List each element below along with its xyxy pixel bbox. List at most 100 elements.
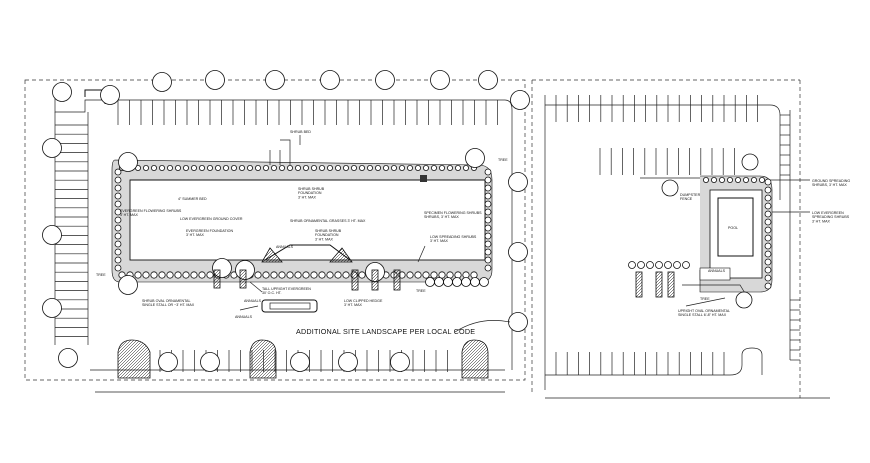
shrub [673,261,681,269]
right-planter-1 [635,271,643,298]
shrub [764,186,772,194]
shrub [158,164,165,171]
shrub [182,164,189,171]
shrub [230,164,237,171]
shrub [334,164,341,171]
shrub [302,164,309,171]
shrub [484,224,492,232]
shrub [286,164,293,171]
tree [158,352,178,372]
shrub [294,271,302,279]
shrub [190,271,198,279]
bollard-1 [351,269,359,291]
callout-20: POOL [728,226,738,230]
shrub [114,168,122,176]
building-footprint [129,179,486,261]
shrub [114,256,122,264]
tree [510,90,530,110]
shrub [703,176,710,183]
shrub [262,164,269,171]
shrub [174,164,181,171]
shrub [430,271,438,279]
walkway-left [269,150,281,165]
shrub [484,200,492,208]
tree [52,82,72,102]
parking-stripes-top [117,100,498,125]
bollard-3 [393,269,401,291]
site-sign [261,299,318,313]
shrub [443,277,453,287]
shrub [414,164,421,171]
tree [42,298,62,318]
tree [741,153,759,171]
shrub [719,176,726,183]
shrub [310,164,317,171]
shrub [764,226,772,234]
right-planter-3 [667,271,675,298]
accessible-stalls [213,269,401,291]
shrub [358,271,366,279]
shrub [318,164,325,171]
left-property-line [24,79,526,381]
island-2 [249,339,277,379]
shrub [182,271,190,279]
bollard-2 [371,269,379,291]
shrub [759,176,766,183]
shrub [727,176,734,183]
shrub [461,277,471,287]
shrub [764,194,772,202]
shrub [484,248,492,256]
shrub-row-right [628,176,772,290]
callout-2: 4" SUMMER BED [178,197,207,201]
callout-15: ANNUALS [235,315,253,319]
shrub [286,271,294,279]
callout-23: TREE [96,273,106,277]
shrub [430,164,437,171]
walkway-right [280,139,291,165]
shrub [764,282,772,290]
shrub [350,164,357,171]
shrub [434,277,444,287]
shrub [655,261,663,269]
tree [58,348,78,368]
shrub [637,261,645,269]
shrub [382,164,389,171]
shrub [114,184,122,192]
note-leader [454,320,511,333]
shrub [764,258,772,266]
shrub [326,271,334,279]
shrub [764,242,772,250]
bollard-4 [213,269,221,289]
shrub [374,164,381,171]
shrub [406,271,414,279]
shrub [198,164,205,171]
tree [735,291,753,309]
shrub [114,240,122,248]
shrub [150,271,158,279]
trees-right-parcel [661,153,759,309]
shrub [764,266,772,274]
shrub [406,164,413,171]
tree [430,70,450,90]
shrub [278,271,286,279]
tree [200,352,220,372]
shrub [764,250,772,258]
shrub [484,256,492,264]
tree [205,70,225,90]
shrub [398,164,405,171]
shrub [238,164,245,171]
parking-stripes-west [55,124,88,337]
shrub [484,184,492,192]
shrub [270,271,278,279]
shrub [150,164,157,171]
callout-25: TREE [416,289,426,293]
